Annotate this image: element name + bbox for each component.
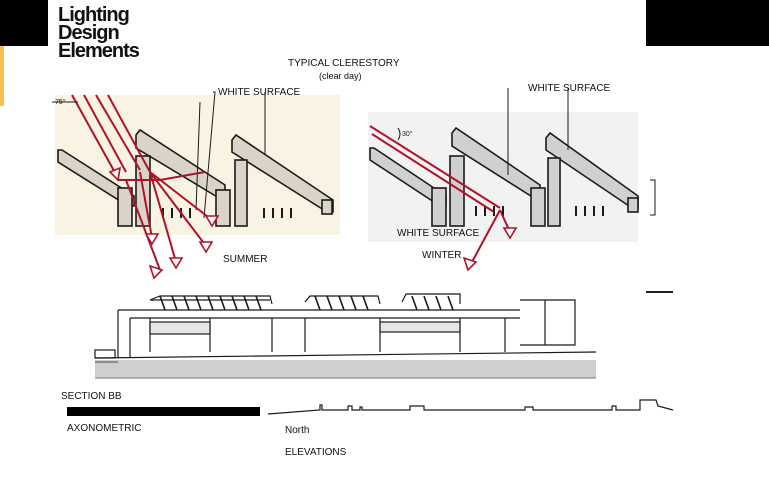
- axonometric-bar: [67, 407, 260, 416]
- summer-label: SUMMER: [223, 254, 268, 265]
- winter-white-surface-top-label: WHITE SURFACE: [528, 83, 611, 94]
- winter-roof-structure: [369, 126, 639, 227]
- section-bb-drawing: [94, 293, 597, 363]
- axonometric-label: AXONOMETRIC: [67, 423, 142, 434]
- winter-angle-label: 30°: [402, 130, 413, 138]
- diagram-subtitle: (clear day): [319, 71, 362, 81]
- winter-white-surface-bottom-label: WHITE SURFACE: [397, 228, 480, 239]
- winter-ray-arrowheads: [462, 227, 518, 272]
- right-edge-tick: [646, 291, 673, 293]
- winter-angle-marker: [397, 127, 401, 141]
- diagram-title: TYPICAL CLERESTORY: [288, 58, 400, 69]
- logo-line-3: Elements: [58, 40, 140, 62]
- summer-glazing-marks: [162, 208, 292, 218]
- summer-ray-arrowheads: [108, 166, 220, 280]
- winter-surface-leaders: [507, 88, 656, 216]
- summer-surface-leaders: [195, 91, 266, 219]
- winter-glazing-marks: [475, 206, 604, 216]
- elevations-label: ELEVATIONS: [285, 447, 347, 458]
- lighting-design-elements-logo: Lighting Design Elements: [58, 4, 158, 62]
- summer-sun-rays: [71, 94, 213, 271]
- winter-label: WINTER: [422, 250, 462, 261]
- logo-line-2: Design: [58, 22, 120, 44]
- left-accent-strip: [0, 46, 4, 106]
- logo-line-1: Lighting: [58, 4, 130, 26]
- top-right-black-bar: [646, 0, 769, 46]
- summer-white-surface-label: WHITE SURFACE: [218, 87, 301, 98]
- section-bb-label: SECTION BB: [61, 391, 122, 402]
- north-elevation-label: North: [285, 425, 310, 436]
- summer-angle-label: 75°: [55, 98, 66, 106]
- section-ground: [95, 360, 596, 379]
- north-elevation-drawing: [267, 399, 674, 415]
- top-left-black-bar: [0, 0, 48, 46]
